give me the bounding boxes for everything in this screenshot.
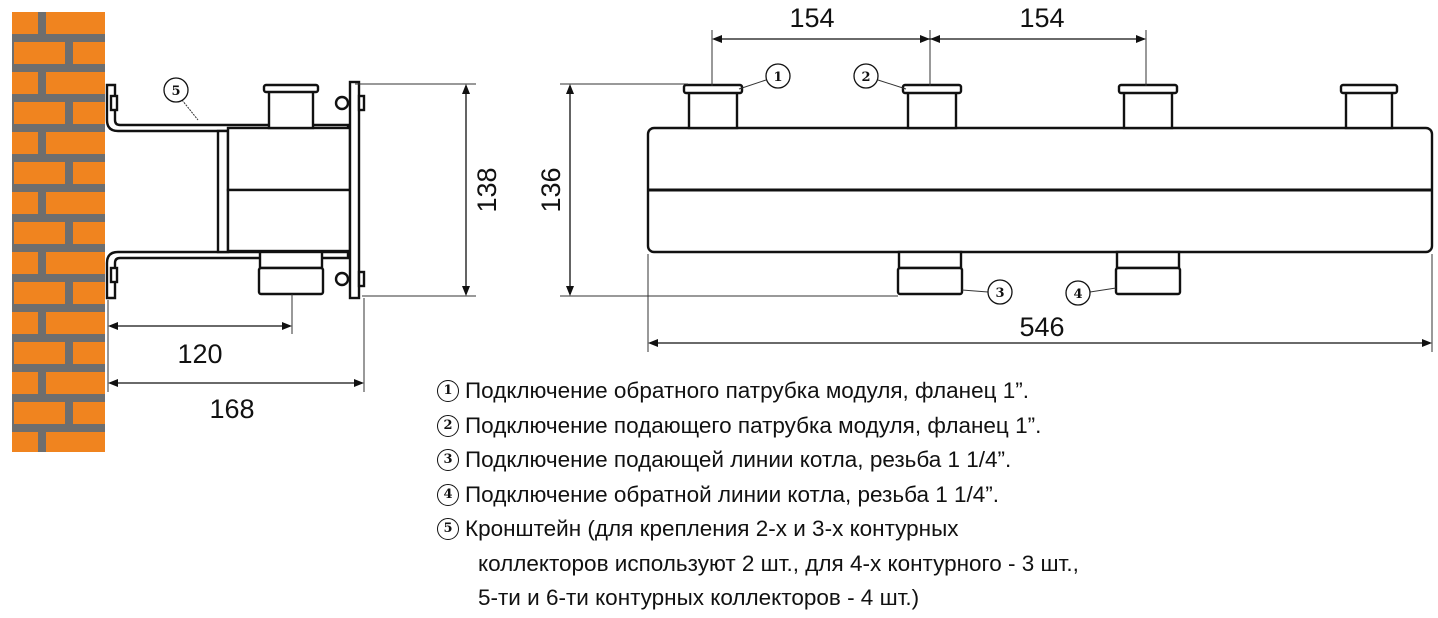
svg-text:3: 3	[995, 286, 1004, 301]
dim-height-side: 138	[472, 167, 502, 212]
side-view: 138 120 168 5	[105, 77, 502, 424]
top-pipe-4	[1339, 83, 1399, 130]
callout-2	[853, 63, 879, 89]
callout-number-icon: 3	[437, 449, 459, 472]
svg-text:2: 2	[861, 70, 870, 85]
top-pipe	[267, 88, 315, 130]
collector-body-top	[226, 126, 352, 192]
callout-number-icon: 1	[437, 380, 459, 403]
callout-1	[765, 63, 791, 89]
svg-text:1: 1	[773, 70, 782, 85]
legend-continuation: 5-ти и 6-ти контурных коллекторов - 4 шт…	[478, 585, 920, 610]
svg-text:4: 4	[1073, 287, 1082, 302]
legend-continuation: коллекторов используют 2 шт., для 4-х ко…	[478, 550, 1079, 576]
callout-4	[1065, 280, 1091, 306]
callout-3	[987, 279, 1013, 305]
dim-depth-total: 168	[209, 394, 254, 424]
bolt-icon	[334, 271, 350, 287]
bracket-strut	[216, 129, 230, 254]
bolt-icon	[334, 95, 350, 111]
bracket-top	[105, 83, 350, 133]
brick-wall	[12, 12, 105, 452]
bottom-pipe	[258, 250, 324, 270]
front-view: 136 154 154 546 1 2 3 4	[536, 3, 1434, 352]
bottom-pipe-4	[1114, 250, 1182, 296]
dim-spacing-2: 154	[1019, 3, 1064, 33]
svg-text:5: 5	[171, 84, 180, 99]
dim-height-front: 136	[536, 167, 566, 212]
collector-body-bottom	[226, 188, 352, 253]
top-pipe-1	[682, 83, 744, 130]
mounting-plate	[348, 80, 361, 300]
top-pipe-3	[1117, 83, 1179, 130]
top-pipe-2	[901, 83, 963, 130]
dim-spacing-1: 154	[789, 3, 834, 33]
dim-depth-pipe: 120	[177, 339, 222, 369]
callout-number-icon: 4	[437, 483, 459, 506]
callout-5	[163, 77, 189, 103]
callout-number-icon: 2	[437, 414, 459, 437]
bottom-pipe-3	[896, 250, 964, 296]
bracket-bottom	[105, 250, 350, 300]
dim-length: 546	[1019, 312, 1064, 342]
callout-number-icon: 5	[437, 518, 459, 541]
